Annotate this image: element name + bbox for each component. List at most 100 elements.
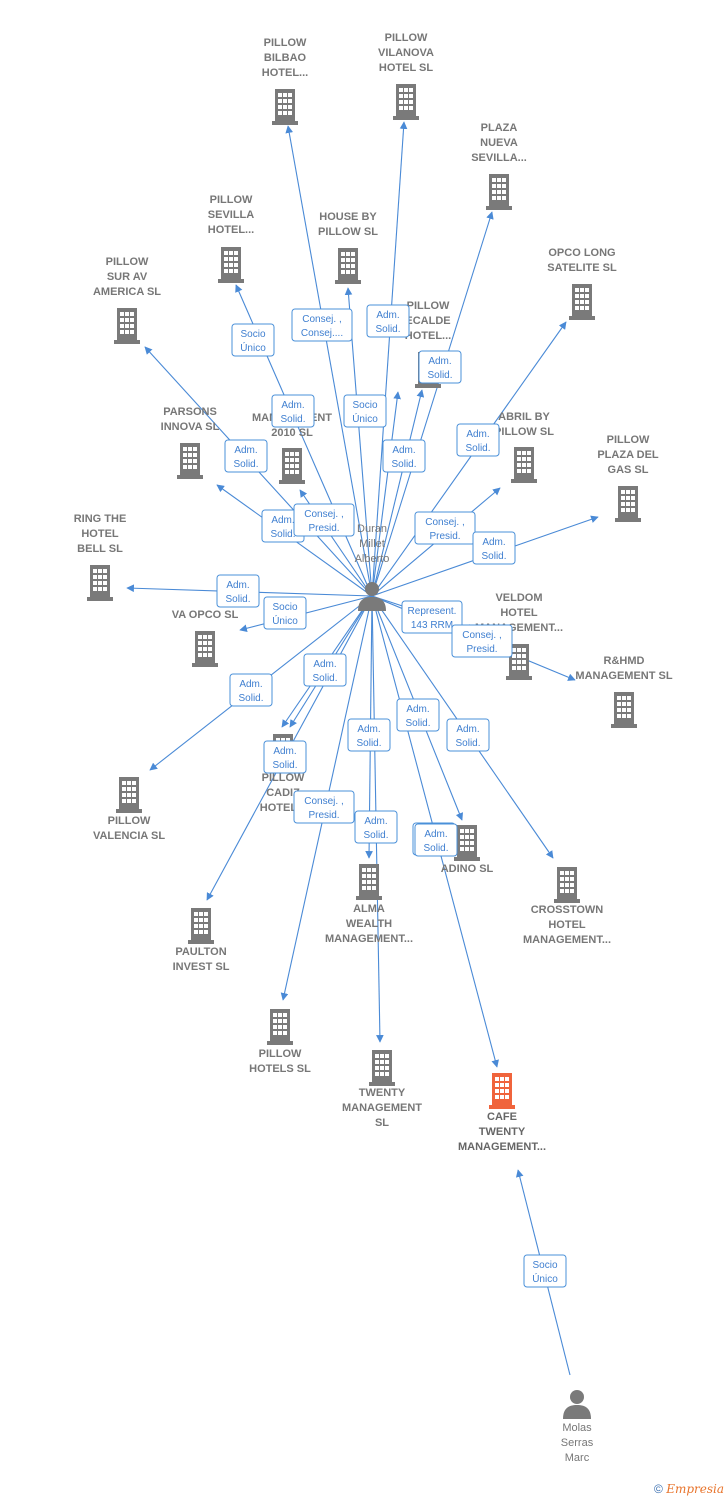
relation-label-text: Adm.Solid.	[481, 537, 506, 562]
building-icon	[218, 247, 244, 283]
relation-label-box	[523, 1254, 567, 1288]
company-label: VA OPCO SL	[172, 609, 239, 621]
building-icon	[335, 248, 361, 284]
relation-label-text: Adm.Solid.	[356, 724, 381, 749]
edge-2	[371, 121, 408, 597]
relation-label-text: Adm.Solid.	[238, 679, 263, 704]
relation-label-text: Adm.Solid.	[233, 445, 258, 470]
relation-label-l19[interactable]: Adm.Solid.	[472, 531, 516, 565]
relation-label-text: Adm.Solid.	[455, 724, 480, 749]
relation-label-text: Adm.Solid.	[312, 659, 337, 684]
relation-label-l18[interactable]: Consej. ,Presid.	[451, 624, 513, 658]
relation-label-box	[293, 790, 355, 824]
person-icon	[563, 1390, 591, 1419]
relation-label-l27[interactable]: Adm.Solid.	[354, 810, 398, 844]
edge-8	[371, 389, 425, 597]
relation-label-l12[interactable]: Consej. ,Presid.	[414, 511, 476, 545]
relation-label-l20[interactable]: Adm.Solid.	[229, 673, 273, 707]
company-node-va-opco[interactable]: VA OPCO SL	[172, 609, 239, 667]
building-icon	[272, 89, 298, 125]
relation-label-box	[291, 308, 353, 342]
relation-label-l13[interactable]: Adm.Solid.	[382, 439, 426, 473]
relation-label-l5[interactable]: Adm.Solid.	[366, 304, 410, 338]
building-icon	[267, 1009, 293, 1045]
relation-label-text: Represent.143 RRM	[408, 606, 457, 631]
relation-label-l9[interactable]: Adm.Solid.	[456, 423, 500, 457]
relation-label-l15[interactable]: Adm.Solid.	[216, 574, 260, 608]
company-node-adino[interactable]: ADINO SL	[441, 825, 494, 875]
relation-label-text: Adm.Solid.	[225, 580, 250, 605]
relation-label-l25[interactable]: Consej. ,Presid.	[293, 790, 355, 824]
relation-label-text: Adm.Solid.	[375, 310, 400, 335]
relation-label-l4[interactable]: Adm.Solid.	[271, 394, 315, 428]
relation-label-l2[interactable]: Consej. ,Consej....	[291, 308, 353, 342]
building-icon	[393, 84, 419, 120]
edge-28	[371, 391, 401, 597]
relation-label-box	[414, 823, 458, 857]
building-icon	[569, 284, 595, 320]
relation-label-text: Adm.Solid.	[423, 829, 448, 854]
relation-label-box	[451, 624, 513, 658]
relation-label-box	[396, 698, 440, 732]
relation-label-l17[interactable]: Represent.143 RRM	[401, 600, 463, 634]
company-label: ADINO SL	[441, 863, 494, 875]
relation-label-text: Adm.Solid.	[465, 429, 490, 454]
relation-label-l26[interactable]: Adm.Solid.	[446, 718, 490, 752]
relation-label-box	[271, 394, 315, 428]
relation-label-box	[303, 653, 347, 687]
building-icon	[279, 448, 305, 484]
relation-label-l8[interactable]: Adm.Solid.	[418, 350, 462, 384]
relation-label-box	[231, 323, 275, 357]
relation-label-l22[interactable]: Adm.Solid.	[263, 740, 307, 774]
relation-label-l7[interactable]: Adm.Solid.	[224, 439, 268, 473]
relation-label-box	[456, 423, 500, 457]
footer-brand[interactable]: © Empresia	[654, 1482, 724, 1496]
relation-label-text: Consej. ,Presid.	[462, 630, 501, 655]
building-icon	[611, 692, 637, 728]
building-icon	[489, 1073, 515, 1109]
relation-label-l11[interactable]: Consej. ,Presid.	[293, 503, 355, 537]
relation-label-l3[interactable]: Adm.Solid.	[414, 823, 458, 857]
relation-label-l21[interactable]: Adm.Solid.	[303, 653, 347, 687]
relation-label-l24[interactable]: Adm.Solid.	[396, 698, 440, 732]
relation-label-box	[224, 439, 268, 473]
relation-label-l23[interactable]: Adm.Solid.	[347, 718, 391, 752]
